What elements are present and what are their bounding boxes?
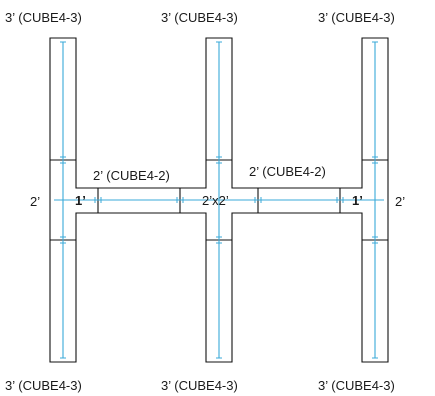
label-stub-left: 1’ xyxy=(75,193,86,208)
label-bottom-middle: 3’ (CUBE4-3) xyxy=(161,378,238,393)
label-span-right: 2’ (CUBE4-2) xyxy=(249,164,326,179)
label-top-left: 3’ (CUBE4-3) xyxy=(5,10,82,25)
dimension-ticks xyxy=(60,41,378,359)
label-top-middle: 3’ (CUBE4-3) xyxy=(161,10,238,25)
label-stub-right: 1’ xyxy=(352,193,363,208)
label-span-left: 2’ (CUBE4-2) xyxy=(93,168,170,183)
diagram-outline xyxy=(49,37,389,363)
label-bottom-left: 3’ (CUBE4-3) xyxy=(5,378,82,393)
label-bottom-right: 3’ (CUBE4-3) xyxy=(318,378,395,393)
label-top-right: 3’ (CUBE4-3) xyxy=(318,10,395,25)
label-center-junction: 2’x2’ xyxy=(202,193,229,208)
label-side-right: 2’ xyxy=(395,194,405,209)
label-side-left: 2’ xyxy=(30,194,40,209)
